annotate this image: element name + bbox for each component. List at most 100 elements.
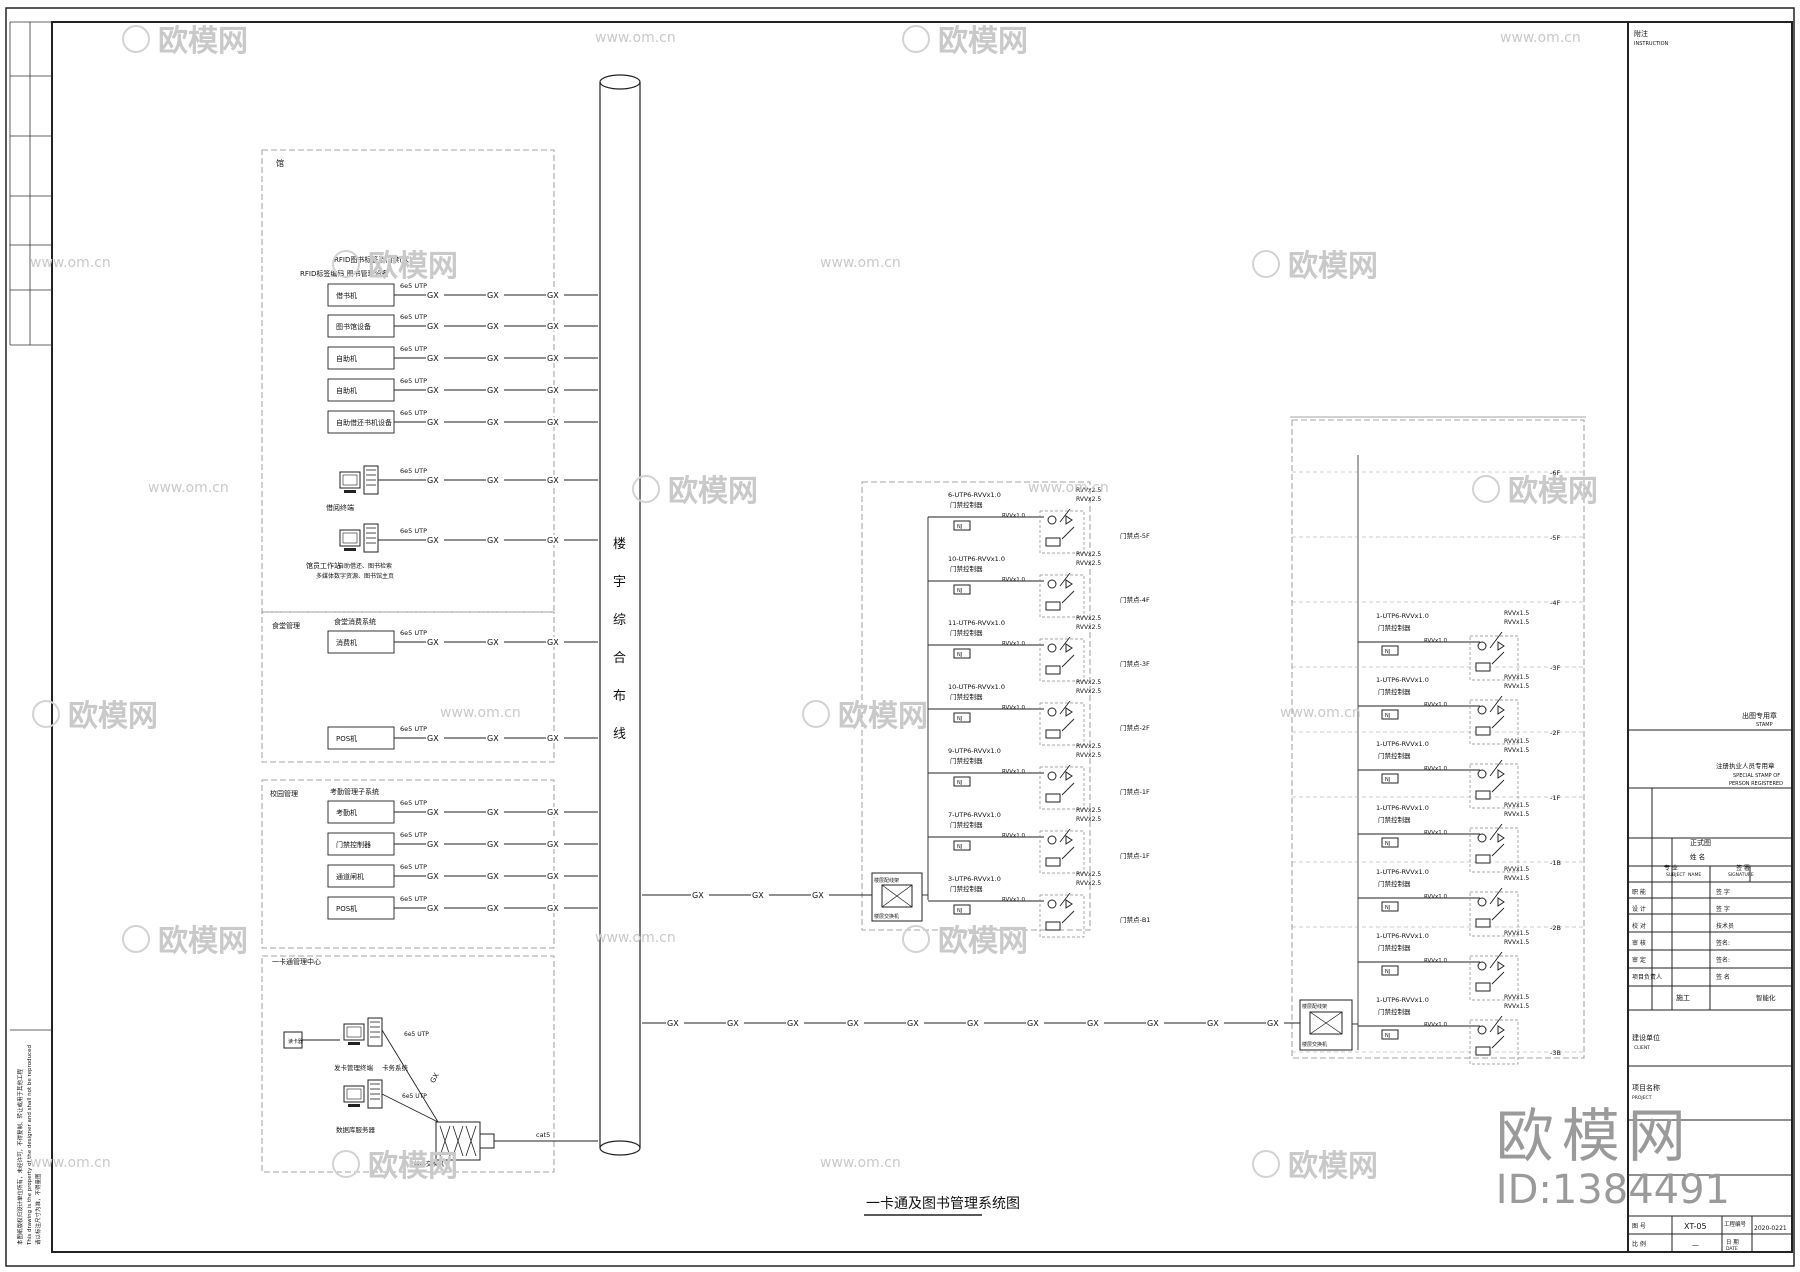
branch-wire bbox=[1491, 779, 1505, 793]
left-group-frames bbox=[261, 149, 555, 1173]
gx-marker: GX bbox=[427, 476, 439, 485]
door-point-frame bbox=[1469, 763, 1519, 809]
cable-spec: RVVx1.5 bbox=[1504, 802, 1529, 809]
gx-mask bbox=[486, 871, 504, 881]
watermark-logo-icon bbox=[332, 1150, 360, 1178]
controller-box bbox=[1381, 965, 1399, 976]
gx-mask bbox=[426, 417, 444, 427]
gx-marker: GX bbox=[847, 1019, 859, 1028]
exit-button-icon bbox=[1475, 918, 1491, 928]
controller-tag: NJ bbox=[1385, 841, 1390, 847]
controller-tag: NJ bbox=[1385, 649, 1390, 655]
gx-marker: GX bbox=[547, 840, 559, 849]
gx-marker: GX bbox=[547, 354, 559, 363]
cable-spec: 11-UTP6-RVVx1.0 bbox=[948, 619, 1005, 627]
controller-box bbox=[953, 520, 971, 531]
exit-button-icon bbox=[1045, 921, 1061, 931]
pc-note: 自助借还、图书检索 bbox=[338, 562, 392, 570]
branch-wire bbox=[1061, 590, 1075, 604]
group-header: RFID图书标签及门禁(人) bbox=[334, 255, 412, 264]
utp-label: 6e5 UTP bbox=[400, 313, 427, 321]
exit-button-icon bbox=[1475, 854, 1491, 864]
exit-button-icon bbox=[1045, 857, 1061, 867]
trunk-label-char: 线 bbox=[613, 727, 626, 742]
watermark-text: 欧模网 bbox=[1508, 474, 1598, 509]
trunk-label-char: 楼 bbox=[613, 537, 626, 552]
gx-mask bbox=[546, 903, 564, 913]
controller-tag: NJ bbox=[1385, 713, 1390, 719]
floor-tag: -2B bbox=[1550, 924, 1561, 932]
watermark-text: 欧模网 bbox=[368, 249, 458, 284]
gx-marker: GX bbox=[1207, 1019, 1219, 1028]
cable-spec: RVVx1.5 bbox=[1504, 683, 1529, 690]
gx-mask bbox=[546, 385, 564, 395]
watermark-text: 欧模网 bbox=[668, 474, 758, 509]
door-point-frame bbox=[1469, 699, 1519, 745]
col-header: 签 署 bbox=[1736, 864, 1750, 872]
watermark-logo-icon bbox=[122, 925, 150, 953]
inner-border bbox=[51, 21, 1793, 1253]
utp-label: cat5 bbox=[536, 1131, 550, 1139]
cable-spec: RVVx1.0 bbox=[1424, 766, 1448, 772]
cable-spec: RVVx1.5 bbox=[1504, 866, 1529, 873]
cable-spec: RVVx2.5 bbox=[1076, 880, 1101, 887]
pc-note: 多媒体数字资源、图书馆主页 bbox=[316, 572, 394, 580]
cable-spec: 1-UTP6-RVVx1.0 bbox=[1376, 612, 1429, 620]
gx-mask bbox=[426, 353, 444, 363]
trunk-label-char: 合 bbox=[613, 651, 626, 666]
gx-marker: GX bbox=[787, 1019, 799, 1028]
controller-label: 门禁控制器 bbox=[1378, 943, 1411, 952]
watermark-url: www.om.cn bbox=[820, 255, 901, 271]
date-label: 日 期 bbox=[1726, 1239, 1739, 1246]
role-value: 签名: bbox=[1716, 956, 1730, 964]
col-header-en: SIGNATURE bbox=[1728, 872, 1754, 878]
controller-label: 门禁控制器 bbox=[950, 692, 983, 701]
exit-button-icon bbox=[1045, 729, 1061, 739]
watermark-logo-icon bbox=[902, 25, 930, 53]
cabinet-label: 楼层配线架 bbox=[1302, 1003, 1327, 1010]
utp-label: 6e5 UTP bbox=[402, 1093, 427, 1100]
drawing-title: 一卡通及图书管理系统图 bbox=[866, 1196, 1020, 1212]
gx-marker: GX bbox=[487, 734, 499, 743]
cable-spec: RVVx2.5 bbox=[1076, 688, 1101, 695]
watermark-text: 欧模网 bbox=[68, 699, 158, 734]
watermark-text: 欧模网 bbox=[1288, 1149, 1378, 1184]
pc-label: 数据库服务器 bbox=[336, 1125, 376, 1134]
controller-label: 门禁控制器 bbox=[950, 756, 983, 765]
door-point-frame bbox=[1039, 510, 1085, 554]
cable-spec: RVVx1.0 bbox=[1424, 1022, 1448, 1028]
client-label-en: CLIENT bbox=[1634, 1045, 1650, 1051]
utp-label: 6e5 UTP bbox=[400, 282, 427, 290]
reader-icon bbox=[1047, 771, 1057, 781]
gx-mask bbox=[1086, 1018, 1104, 1028]
device-label: 通道闸机 bbox=[336, 872, 364, 881]
controller-tag: NJ bbox=[957, 524, 962, 530]
mid-building-panel: 6-UTP6-RVVx1.0门禁控制器NJRVVx1.0RVVx2.5RVVx2… bbox=[871, 487, 1150, 938]
floor-label: 门禁点-2F bbox=[1120, 723, 1150, 732]
watermark-logo-icon bbox=[1252, 1150, 1280, 1178]
cable-spec: RVVx1.0 bbox=[1424, 702, 1448, 708]
gx-mask bbox=[846, 1018, 864, 1028]
branch-wire bbox=[1059, 636, 1071, 651]
controller-label: 门禁控制器 bbox=[1378, 879, 1411, 888]
col-header: 专 业 bbox=[1664, 864, 1678, 872]
branch-wire bbox=[1059, 764, 1071, 779]
branch-wire bbox=[1061, 846, 1075, 860]
gx-mask bbox=[546, 733, 564, 743]
cable-spec: RVVx1.0 bbox=[1424, 830, 1448, 836]
utp-label: 6e5 UTP bbox=[400, 895, 427, 903]
gx-mask bbox=[486, 807, 504, 817]
stamp-label-en: STAMP bbox=[1756, 722, 1773, 728]
cable-spec: 1-UTP6-RVVx1.0 bbox=[1376, 740, 1429, 748]
gx-mask bbox=[546, 475, 564, 485]
gx-marker: GX bbox=[487, 872, 499, 881]
branch-wire bbox=[1491, 907, 1505, 921]
branch-wire bbox=[1491, 971, 1505, 985]
watermark-logo-icon bbox=[1252, 250, 1280, 278]
controller-tag: NJ bbox=[1385, 905, 1390, 911]
watermark-text: 欧模网 bbox=[1288, 249, 1378, 284]
gx-marker: GX bbox=[487, 291, 499, 300]
controller-tag: NJ bbox=[1385, 777, 1390, 783]
lock-icon bbox=[1065, 899, 1073, 909]
lock-icon bbox=[1497, 897, 1505, 907]
